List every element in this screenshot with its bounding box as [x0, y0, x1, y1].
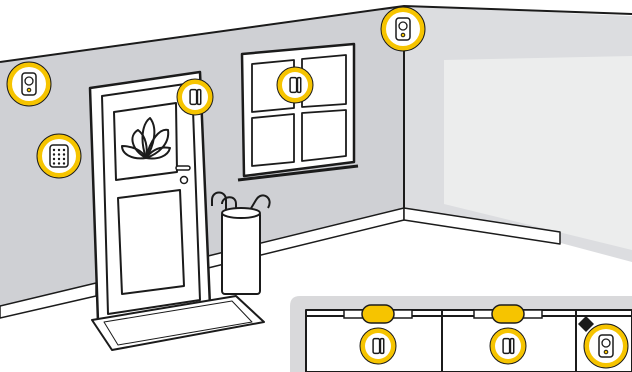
door-handle — [176, 166, 190, 170]
window-pane-left-bottom — [252, 114, 294, 166]
motion-sensor-badge — [381, 7, 425, 51]
contact-sensor-badge — [177, 79, 213, 115]
window-pane-right-bottom — [302, 110, 346, 161]
contact-sensor-badge — [490, 328, 526, 364]
keypad-badge — [37, 134, 81, 178]
contact-sensor-badge — [360, 328, 396, 364]
door-lower-panel — [118, 190, 184, 294]
motion-sensor-badge — [7, 62, 51, 106]
contact-sensor-badge — [277, 67, 313, 103]
lower-detail-panel — [290, 296, 632, 372]
motion-sensor-badge — [584, 324, 628, 368]
door-lock — [181, 177, 188, 184]
